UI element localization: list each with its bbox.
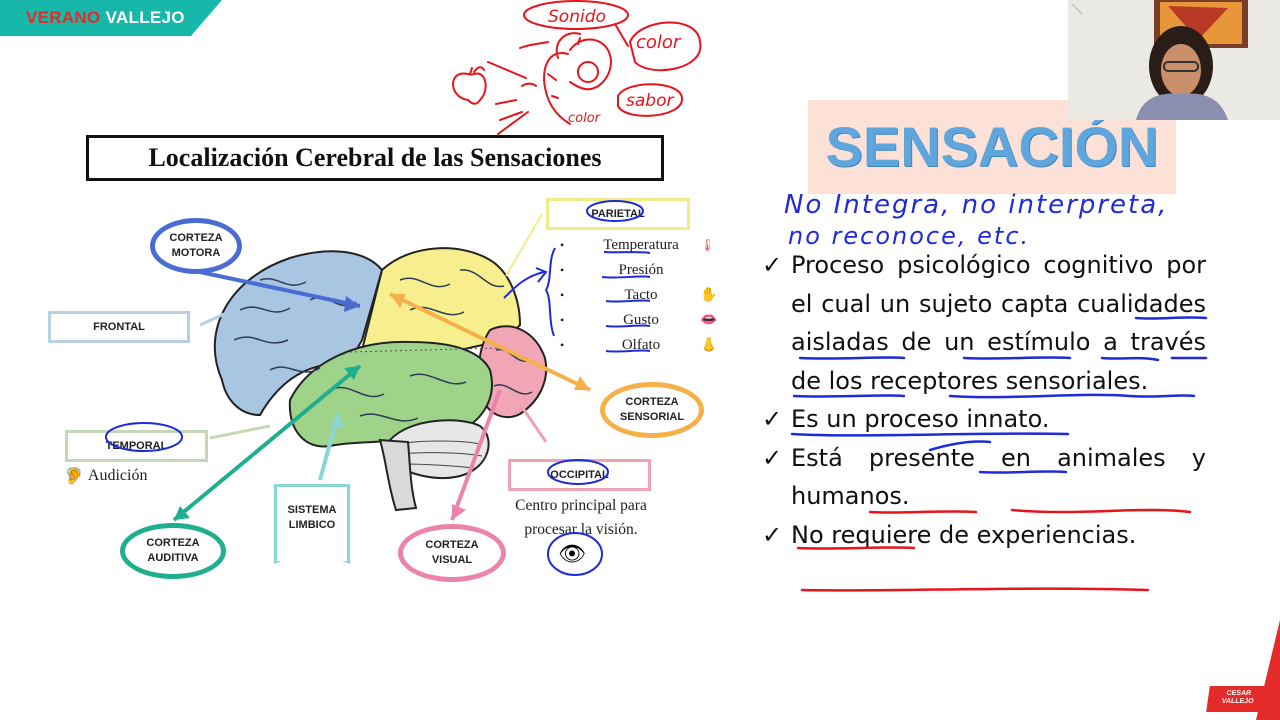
mouth-icon: 👄	[700, 313, 718, 328]
temporal-label: TEMPORAL	[65, 430, 208, 462]
check-icon: ✓	[762, 520, 783, 549]
corteza-auditiva-label: CORTEZA AUDITIVA	[120, 523, 226, 579]
corteza-motora-label: CORTEZA MOTORA	[150, 218, 242, 274]
color-annotation-1: color	[636, 32, 682, 53]
banner-word-1: VERANO	[26, 8, 101, 27]
sense-presion: Presión	[618, 262, 664, 278]
presenter-video	[1068, 0, 1280, 120]
corteza-sensorial-label: CORTEZA SENSORIAL	[600, 382, 704, 438]
sonido-annotation: Sonido	[548, 7, 606, 27]
occipital-description: Centro principal para procesar la visión…	[496, 494, 666, 542]
sense-item: •Presión	[560, 258, 717, 283]
bullet-text: Está presente en animales y humanos.	[791, 443, 1206, 511]
bullet-item: ✓ Está presente en animales y humanos.	[762, 439, 1206, 516]
parietal-label: PARIETAL	[546, 198, 690, 230]
sense-item: •Temperatura🌡	[560, 237, 716, 253]
cesar-vallejo-logo: CESAR VALLEJO	[1206, 686, 1270, 712]
sense-item: •Olfato👃	[560, 337, 718, 353]
parietal-sense-list: •Temperatura🌡 •Presión •Tacto✋ •Gusto👄 •…	[560, 233, 717, 358]
occipital-desc-line1: Centro principal para	[515, 497, 647, 514]
bullet-text: No requiere de experiencias.	[791, 520, 1137, 549]
sensacion-bullet-list: ✓ Proceso psicológico cognitivo por el cu…	[762, 246, 1206, 554]
handwriting-line-1: No Integra, no interpreta,	[784, 190, 1169, 220]
logo-line-1: CESAR	[1226, 690, 1252, 697]
bullet-text: Es un proceso innato.	[791, 405, 1050, 433]
bullet-item: ✓ No requiere de experiencias.	[762, 516, 1206, 555]
sense-item: •Tacto✋	[560, 287, 718, 303]
check-icon: ✓	[762, 251, 783, 279]
presenter-webcam	[1068, 0, 1280, 120]
check-icon: ✓	[762, 405, 783, 433]
occipital-label: OCCIPITAL	[508, 459, 651, 491]
sabor-annotation: sabor	[626, 91, 674, 111]
red-sketch-annotation: Sonido color sabor color	[452, 0, 702, 135]
audicion-label: Audición	[87, 467, 148, 484]
handwriting-line-2: no reconoce, etc.	[788, 222, 1031, 250]
sense-gusto: Gusto	[623, 312, 659, 328]
color-annotation-2: color	[568, 111, 602, 126]
brain-illustration	[172, 213, 591, 522]
occipital-desc-line2: procesar la visión.	[524, 521, 638, 538]
check-icon: ✓	[762, 443, 783, 472]
corteza-visual-label: CORTEZA VISUAL	[398, 524, 506, 582]
bullet-item: ✓ Proceso psicológico cognitivo por el cu…	[762, 246, 1206, 400]
underline-annotations	[790, 316, 1208, 592]
sense-temperatura: Temperatura	[603, 237, 679, 253]
bullet-item: ✓ Es un proceso innato.	[762, 400, 1206, 439]
hand-icon: ✋	[700, 288, 718, 303]
brand-banner: VERANO VALLEJO	[0, 0, 222, 36]
frontal-label: FRONTAL	[48, 311, 190, 343]
slide-heading: SENSACIÓN	[808, 100, 1176, 194]
eye-icon: 👁	[558, 541, 586, 566]
brain-map-title: Localización Cerebral de las Sensaciones	[86, 135, 664, 181]
sense-item: •Gusto👄	[560, 312, 718, 328]
logo-line-2: VALLEJO	[1221, 698, 1255, 705]
sense-tacto: Tacto	[624, 287, 658, 303]
audicion-item: 🦻 Audición	[64, 466, 147, 486]
thermometer-icon: 🌡	[700, 238, 716, 252]
banner-word-2: VALLEJO	[105, 8, 185, 27]
map-pen-marks	[105, 200, 651, 576]
bullet-text: Proceso psicológico cognitivo por el cua…	[791, 251, 1206, 395]
sense-olfato: Olfato	[621, 337, 661, 353]
nose-icon: 👃	[700, 338, 718, 353]
ear-icon: 🦻	[64, 468, 84, 485]
